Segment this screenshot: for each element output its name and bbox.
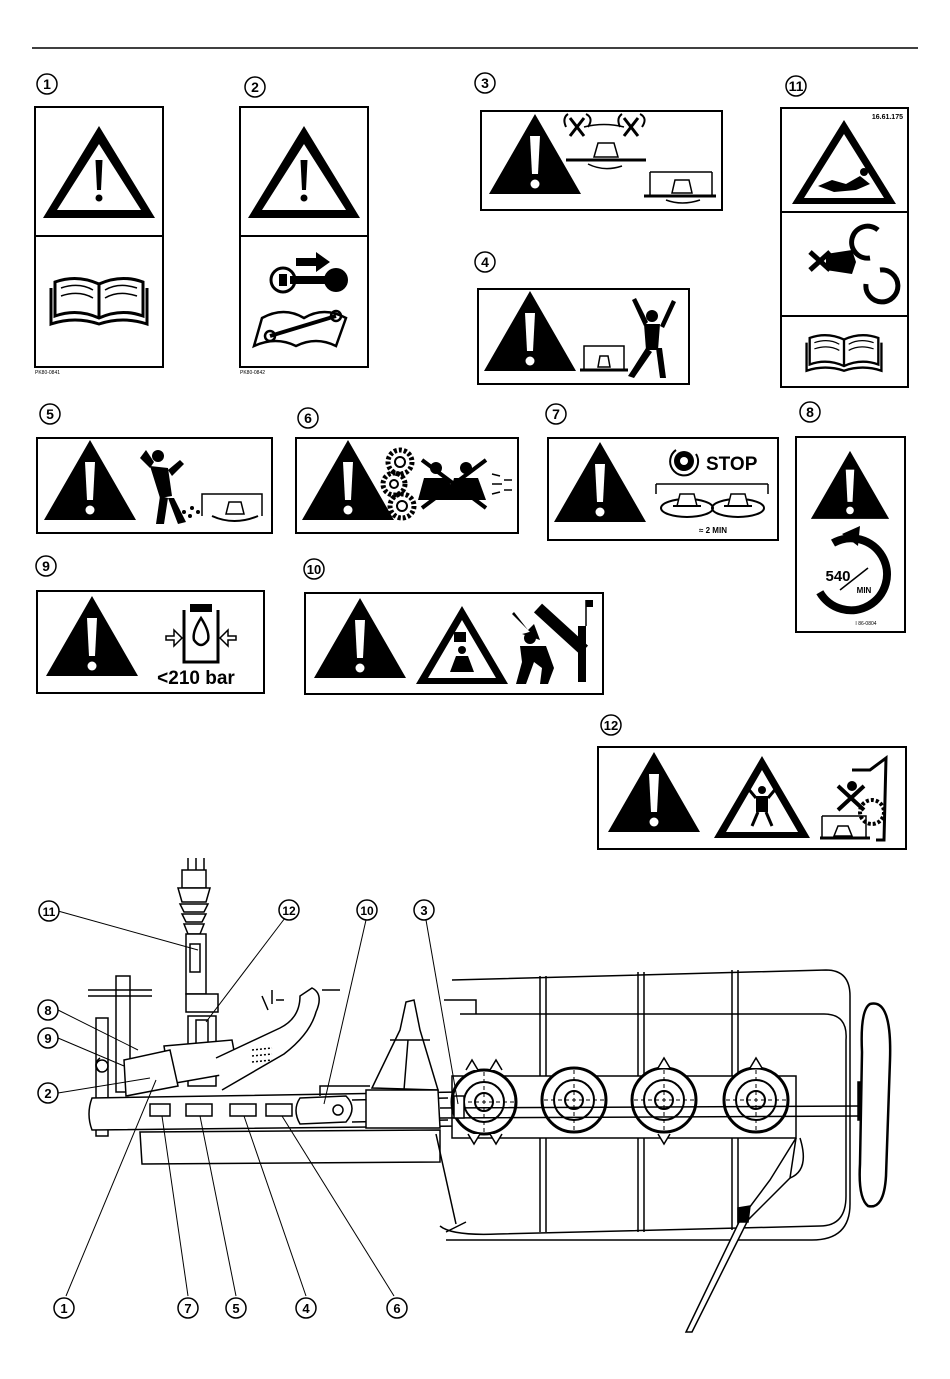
decal-4-number: 4 [481,254,489,270]
decal-7-number: 7 [552,406,560,422]
stop-text: STOP [706,454,758,475]
decal-11-number: 11 [789,78,804,94]
decal-9-number: 9 [42,558,50,574]
svg-text:11: 11 [43,905,56,919]
decal-9: 9 <210 bar [36,556,264,693]
cutter-disc [724,1068,788,1132]
max-pressure-text: <210 bar [157,668,235,689]
gearbox-housing [366,1000,440,1128]
callout-8: 8 [38,1000,58,1020]
cutter-disc [632,1068,696,1132]
svg-text:9: 9 [44,1031,51,1046]
decal-7: 7 STOP ≈ 2 MIN [546,404,778,540]
callout-10: 10 [357,900,377,920]
decal-2-code: PK80-0842 [240,370,265,376]
svg-text:10: 10 [360,904,374,918]
svg-text:3: 3 [420,903,427,918]
decal-2-number: 2 [251,79,259,95]
callout-2: 2 [38,1083,58,1103]
svg-text:6: 6 [393,1301,400,1316]
pto-speed-value: 540 [825,568,850,585]
decal-3: 3 [475,73,722,210]
callout-1: 1 [54,1298,74,1318]
decal-8-code: I 86-0804 [855,621,876,627]
decal-4: 4 [475,252,689,384]
decal-3-number: 3 [481,75,489,91]
cutter-disc [542,1068,606,1132]
svg-text:2: 2 [44,1086,51,1101]
pto-speed-unit: MIN [857,586,872,595]
decal-1-code: PK80-0841 [35,370,60,376]
svg-text:1: 1 [60,1301,67,1316]
decal-6-number: 6 [304,410,312,426]
callout-12: 12 [279,900,299,920]
wait-time-text: ≈ 2 MIN [699,526,727,535]
decal-6: 6 [296,408,518,533]
decal-1-number: 1 [43,76,51,92]
callout-11: 11 [39,901,59,921]
decal-8: 8 540 MIN I 86-0804 [796,402,905,632]
callout-3: 3 [414,900,434,920]
decal-10: 10 [304,559,603,694]
pto-shaft [178,858,210,994]
callout-7: 7 [178,1298,198,1318]
hydraulic-hose [216,988,340,1090]
decal-1: 1 PK80-0841 [35,74,163,376]
decal-8-number: 8 [806,404,814,420]
callout-5: 5 [226,1298,246,1318]
end-skid [686,1003,890,1332]
callout-4: 4 [296,1298,316,1318]
callout-9: 9 [38,1028,58,1048]
decal-11: 11 16.61.175 [781,76,908,387]
svg-text:4: 4 [302,1301,310,1316]
decal-10-number: 10 [307,562,321,577]
svg-text:7: 7 [184,1301,191,1316]
svg-text:12: 12 [282,904,296,918]
decal-5: 5 [37,404,272,533]
decal-5-number: 5 [46,406,54,422]
mower-machine-drawing [88,858,890,1332]
svg-text:5: 5 [232,1301,239,1316]
mower-discs [440,1058,860,1144]
callout-6: 6 [387,1298,407,1318]
decal-12: 12 [598,715,906,849]
decal-2: 2 PK80-0842 [240,77,368,376]
svg-text:8: 8 [44,1003,51,1018]
decal-11-code: 16.61.175 [872,114,903,121]
decal-12-number: 12 [604,718,618,733]
